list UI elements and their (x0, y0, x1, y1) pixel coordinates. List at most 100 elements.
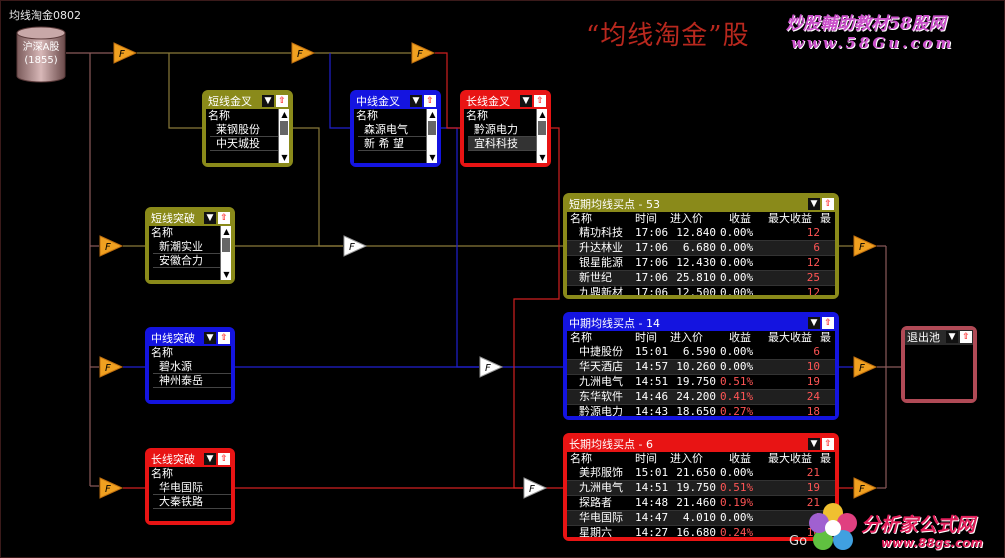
column-header[interactable]: 进入价 (670, 331, 703, 344)
column-header[interactable]: 进入价 (670, 452, 703, 465)
pin-up-icon[interactable]: ⇧ (960, 331, 972, 343)
scroll-down-icon[interactable]: ▼ (429, 153, 436, 162)
scroll-up-icon[interactable]: ▲ (281, 110, 288, 119)
pin-up-icon[interactable]: ⇧ (218, 453, 230, 465)
column-header[interactable]: 进入价 (670, 212, 703, 225)
column-header[interactable]: 收益 (729, 212, 751, 225)
panel-short-cross[interactable]: 短线金叉 ▼⇧ 名称 莱钢股份 中天城投 ▲▼ (202, 90, 293, 167)
column-header[interactable]: 收益 (729, 331, 751, 344)
filter-gate[interactable]: F (411, 42, 435, 64)
list-item[interactable]: 大秦铁路 (153, 495, 231, 509)
menu-button[interactable]: ▼ (204, 332, 216, 344)
scrollbar[interactable]: ▲▼ (220, 226, 231, 280)
panel-mid-cross[interactable]: 中线金叉 ▼⇧ 名称 森源电气 新 希 望 ▲▼ (350, 90, 441, 167)
menu-button[interactable]: ▼ (204, 453, 216, 465)
column-header[interactable]: 最大收益 (768, 212, 812, 225)
scroll-thumb[interactable] (222, 238, 230, 252)
pin-up-icon[interactable]: ⇧ (424, 95, 436, 107)
filter-gate[interactable]: F (99, 477, 123, 499)
pin-up-icon[interactable]: ⇧ (218, 212, 230, 224)
column-header[interactable]: 时间 (635, 212, 657, 225)
pin-up-icon[interactable]: ⇧ (218, 332, 230, 344)
filter-gate-white[interactable]: F (479, 356, 503, 378)
list-item[interactable]: 黔源电力 (468, 123, 547, 137)
list-item[interactable]: 碧水源 (153, 360, 231, 374)
database-icon[interactable] (16, 26, 66, 84)
column-header[interactable]: 最 (820, 331, 831, 344)
scroll-thumb[interactable] (538, 121, 546, 135)
column-header[interactable]: 名称 (570, 212, 592, 225)
panel-exit-pool[interactable]: 退出池 ▼⇧ (901, 326, 977, 403)
pin-up-icon[interactable]: ⇧ (822, 317, 834, 329)
scroll-thumb[interactable] (428, 121, 436, 135)
menu-button[interactable]: ▼ (808, 317, 820, 329)
filter-gate-white[interactable]: F (523, 477, 547, 499)
menu-button[interactable]: ▼ (204, 212, 216, 224)
column-header[interactable]: 最大收益 (768, 452, 812, 465)
scroll-thumb[interactable] (280, 121, 288, 135)
filter-gate[interactable]: F (853, 477, 877, 499)
list-item[interactable]: 森源电气 (358, 123, 437, 137)
column-header[interactable]: 最大收益 (768, 331, 812, 344)
filter-gate[interactable]: F (99, 235, 123, 257)
list-item[interactable]: 中天城投 (210, 137, 289, 151)
filter-gate[interactable]: F (113, 42, 137, 64)
filter-gate-white[interactable]: F (343, 235, 367, 257)
scrollbar[interactable]: ▲▼ (426, 109, 437, 163)
column-header[interactable]: 名称 (570, 331, 592, 344)
list-item[interactable]: 安徽合力 (153, 254, 231, 268)
list-item[interactable]: 莱钢股份 (210, 123, 289, 137)
scroll-up-icon[interactable]: ▲ (429, 110, 436, 119)
list-item[interactable]: 新 希 望 (358, 137, 437, 151)
menu-button[interactable]: ▼ (520, 95, 532, 107)
filter-gate[interactable]: F (291, 42, 315, 64)
menu-button[interactable]: ▼ (808, 198, 820, 210)
scrollbar[interactable]: ▲▼ (278, 109, 289, 163)
scroll-up-icon[interactable]: ▲ (223, 227, 230, 236)
scroll-down-icon[interactable]: ▼ (223, 270, 230, 279)
column-header[interactable]: 时间 (635, 452, 657, 465)
list-item[interactable]: 新潮实业 (153, 240, 231, 254)
panel-long-break[interactable]: 长线突破 ▼⇧ 名称 华电国际 大秦铁路 (145, 448, 235, 525)
pin-up-icon[interactable]: ⇧ (534, 95, 546, 107)
column-header[interactable]: 收益 (729, 452, 751, 465)
menu-button[interactable]: ▼ (946, 331, 958, 343)
pin-up-icon[interactable]: ⇧ (822, 438, 834, 450)
scroll-up-icon[interactable]: ▲ (539, 110, 546, 119)
column-header[interactable]: 最 (820, 452, 831, 465)
filter-gate[interactable]: F (99, 356, 123, 378)
list-item[interactable]: 宜科科技 (468, 137, 547, 151)
menu-button[interactable]: ▼ (262, 95, 274, 107)
menu-button[interactable]: ▼ (410, 95, 422, 107)
pin-up-icon[interactable]: ⇧ (822, 198, 834, 210)
scroll-down-icon[interactable]: ▼ (539, 153, 546, 162)
list-item[interactable]: 神州泰岳 (153, 374, 231, 388)
panel-short-break[interactable]: 短线突破 ▼⇧ 名称 新潮实业 安徽合力 ▲▼ (145, 207, 235, 284)
list-item[interactable]: 华电国际 (153, 481, 231, 495)
pin-up-icon[interactable]: ⇧ (276, 95, 288, 107)
column-header[interactable]: 名称 (570, 452, 592, 465)
filter-gate[interactable]: F (853, 356, 877, 378)
scroll-down-icon[interactable]: ▼ (281, 153, 288, 162)
panel-long-cross[interactable]: 长线金叉 ▼⇧ 名称 黔源电力 宜科科技 ▲▼ (460, 90, 551, 167)
filter-gate[interactable]: F (853, 235, 877, 257)
column-header[interactable]: 时间 (635, 331, 657, 344)
column-header[interactable]: 最 (820, 212, 831, 225)
